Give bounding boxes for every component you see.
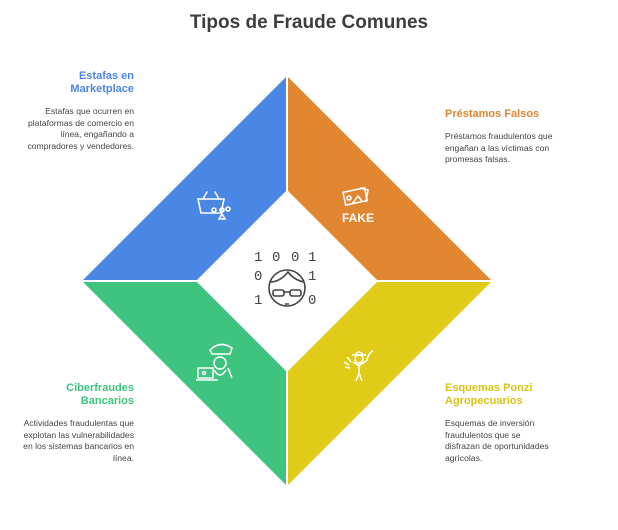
section-description: Actividades fraudulentas que explotan la… <box>23 418 134 463</box>
section-marketplace: Estafas en Marketplace Estafas que ocurr… <box>22 70 134 152</box>
section-ciberfraudes: Ciberfraudes Bancarios Actividades fraud… <box>22 382 134 464</box>
section-title: Préstamos Falsos <box>445 108 540 120</box>
section-description: Estafas que ocurren en plataformas de co… <box>27 106 134 151</box>
quadrant-marketplace <box>82 76 287 281</box>
svg-text:1: 1 <box>308 250 316 266</box>
section-ponzi: Esquemas Ponzi Agropecuarios Esquemas de… <box>445 382 555 464</box>
section-title: Estafas en Marketplace <box>70 70 134 95</box>
section-description: Esquemas de inversión fraudulentos que s… <box>445 418 549 463</box>
fake-image-icon: FAKE <box>342 186 374 225</box>
farmer-icon <box>343 350 374 382</box>
section-description: Préstamos fraudulentos que engañan a las… <box>445 131 553 164</box>
quadrant-ciberfraudes <box>82 281 287 486</box>
quadrant-prestamos <box>287 76 492 281</box>
svg-text:0: 0 <box>272 250 280 266</box>
pirate-laptop-icon <box>196 343 233 381</box>
svg-text:1: 1 <box>308 269 316 285</box>
section-prestamos: Préstamos Falsos Préstamos fraudulentos … <box>445 108 553 166</box>
section-title: Esquemas Ponzi Agropecuarios <box>445 382 533 407</box>
binary-hacker-icon: 1 0 0 1 0 1 1 0 <box>254 250 316 309</box>
svg-text:1: 1 <box>254 293 262 309</box>
svg-text:0: 0 <box>291 250 299 266</box>
basket-icon <box>197 191 231 220</box>
section-title: Ciberfraudes Bancarios <box>66 382 134 407</box>
page-title: Tipos de Fraude Comunes <box>189 12 429 33</box>
svg-text:0: 0 <box>254 269 262 285</box>
fake-icon-text: FAKE <box>342 211 374 225</box>
svg-text:0: 0 <box>308 293 316 309</box>
quadrant-ponzi <box>287 281 492 486</box>
svg-text:1: 1 <box>254 250 262 266</box>
